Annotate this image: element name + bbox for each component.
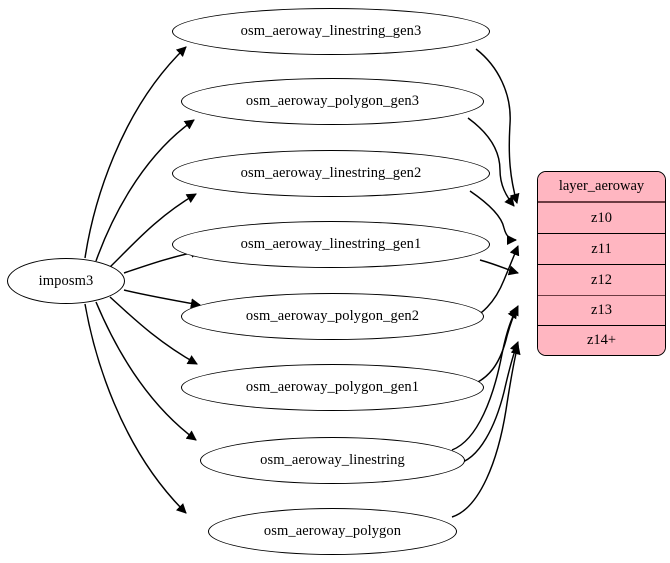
- layer-table-row-z14plus[interactable]: z14+: [538, 326, 665, 355]
- node-imposm3[interactable]: imposm3: [7, 258, 125, 304]
- edge-linestring-gen2-to-z11: [469, 190, 518, 246]
- node-label: osm_aeroway_linestring_gen1: [240, 236, 422, 253]
- edges-from-imposm3: [84, 46, 201, 514]
- node-label: osm_aeroway_linestring: [260, 452, 405, 469]
- edge-imposm3-to-polygon-gen1: [109, 296, 198, 365]
- layer-table-row-z13[interactable]: z13: [538, 296, 665, 326]
- layer-table-row-label: z14+: [586, 332, 617, 348]
- edge-imposm3-to-linestring: [95, 301, 197, 441]
- edge-polygon-gen3-to-z10: [467, 117, 515, 207]
- layer-table-row-z10[interactable]: z10: [538, 203, 665, 234]
- edges-to-layer-table: [451, 48, 521, 518]
- node-osm-aeroway-polygon[interactable]: osm_aeroway_polygon: [208, 508, 457, 555]
- edge-imposm3-to-polygon-gen2: [123, 289, 201, 309]
- layer-table-row-label: z11: [591, 240, 612, 257]
- node-osm-aeroway-polygon-gen1[interactable]: osm_aeroway_polygon_gen1: [181, 364, 484, 411]
- layer-table-row-label: z10: [591, 209, 612, 226]
- layer-table-header: layer_aeroway: [538, 172, 665, 203]
- layer-table-row-label: z12: [591, 271, 612, 288]
- node-label: osm_aeroway_polygon: [263, 523, 402, 540]
- edge-linestring-to-z13: [451, 308, 518, 451]
- node-label: osm_aeroway_polygon_gen3: [245, 93, 420, 110]
- edge-polygon-to-z14: [451, 344, 521, 518]
- node-label: osm_aeroway_linestring_gen3: [240, 23, 422, 40]
- edge-linestring-gen3-to-z10: [475, 48, 520, 204]
- node-label: osm_aeroway_linestring_gen2: [240, 165, 422, 182]
- edge-imposm3-to-polygon-gen3: [95, 119, 195, 262]
- node-label: osm_aeroway_polygon_gen2: [245, 308, 420, 325]
- layer-table-row-z12[interactable]: z12: [538, 265, 665, 296]
- node-osm-aeroway-linestring-gen2[interactable]: osm_aeroway_linestring_gen2: [172, 150, 490, 197]
- layer-table-header-label: layer_aeroway: [558, 178, 645, 194]
- node-osm-aeroway-polygon-gen2[interactable]: osm_aeroway_polygon_gen2: [181, 293, 484, 340]
- edge-imposm3-to-linestring-gen3: [84, 46, 187, 259]
- edge-imposm3-to-polygon: [84, 303, 187, 514]
- node-osm-aeroway-linestring[interactable]: osm_aeroway_linestring: [200, 437, 465, 484]
- node-imposm3-label: imposm3: [38, 272, 94, 289]
- edge-linestring-gen1-to-z12: [479, 259, 519, 276]
- edge-linestring-to-z14: [455, 341, 520, 465]
- node-label: osm_aeroway_polygon_gen1: [245, 379, 420, 396]
- edge-imposm3-to-linestring-gen2: [109, 193, 197, 268]
- layer-aeroway-table[interactable]: layer_aeroway z10 z11 z12 z13 z14+: [537, 171, 666, 356]
- node-osm-aeroway-linestring-gen3[interactable]: osm_aeroway_linestring_gen3: [172, 8, 490, 55]
- layer-table-row-label: z13: [591, 302, 612, 318]
- node-osm-aeroway-linestring-gen1[interactable]: osm_aeroway_linestring_gen1: [172, 221, 490, 268]
- layer-table-row-z11[interactable]: z11: [538, 234, 665, 265]
- node-osm-aeroway-polygon-gen3[interactable]: osm_aeroway_polygon_gen3: [181, 78, 484, 125]
